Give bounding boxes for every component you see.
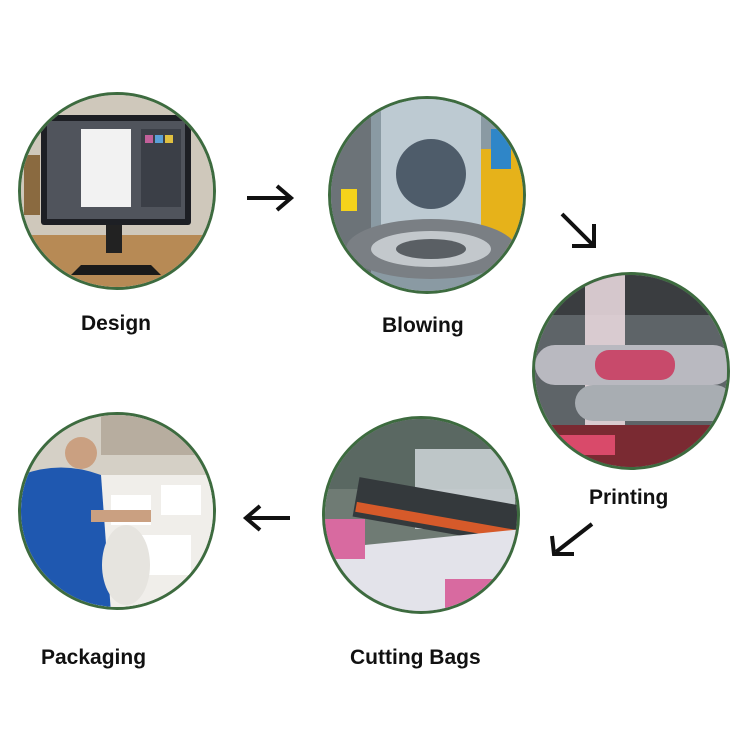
design-stage-photo [18, 92, 216, 290]
arrow-right-icon [245, 183, 295, 213]
stage-label-design: Design [81, 312, 152, 335]
arrow-down-left-icon [548, 520, 596, 558]
printing-stage-photo [532, 272, 730, 470]
arrow-down-right-icon [558, 210, 600, 252]
blowing-stage-photo [328, 96, 526, 294]
arrow-left-icon [242, 503, 292, 533]
stage-label-blowing: Blowing [382, 314, 464, 337]
stage-label-printing: Printing [589, 486, 669, 509]
stage-label-cutting-bags: Cutting Bags [350, 646, 481, 669]
cutting-bags-stage-photo [322, 416, 520, 614]
stage-label-packaging: Packaging [41, 646, 147, 669]
packaging-stage-photo [18, 412, 216, 610]
